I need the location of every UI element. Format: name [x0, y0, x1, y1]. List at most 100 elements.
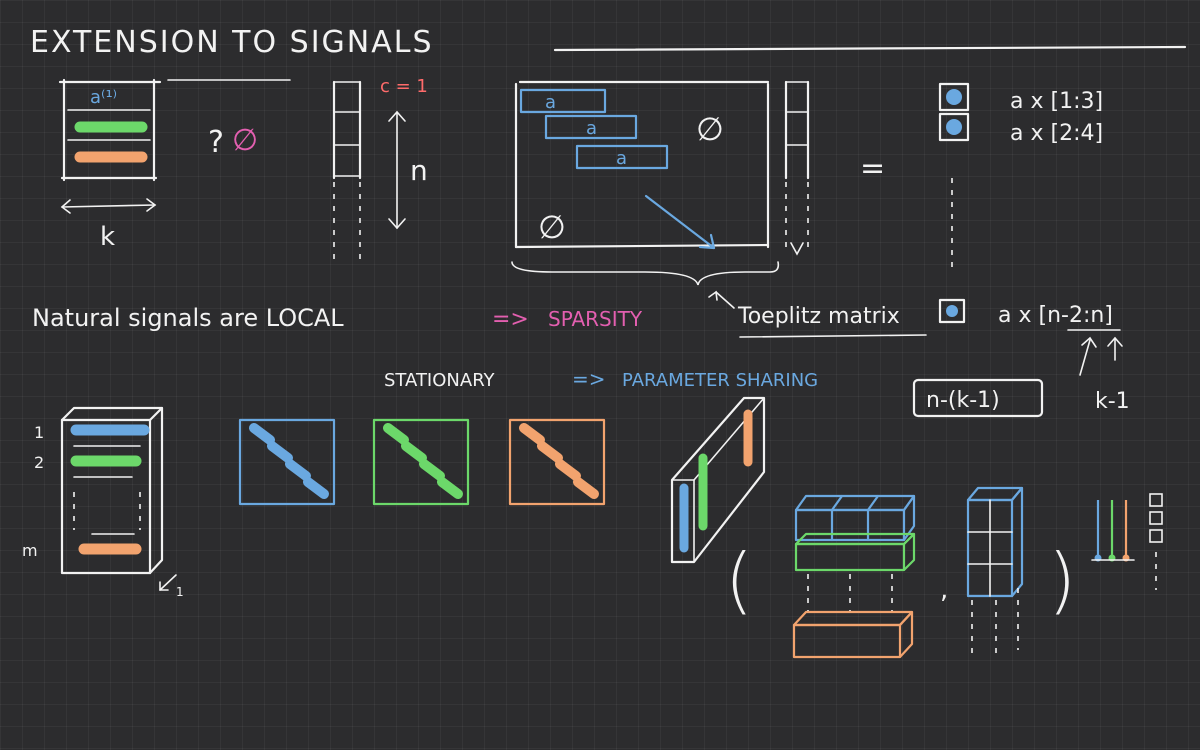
matrix-zero-upper: ∅: [696, 110, 724, 148]
diagonal-arrow: [644, 194, 716, 250]
band-segment: [249, 423, 275, 445]
natural-signals-text: Natural signals are LOCAL: [32, 304, 344, 332]
result-cell-1: [938, 82, 970, 112]
tall-blue-block: [966, 486, 1024, 660]
band-segment: [285, 459, 311, 481]
length-arrow-head-bottom: [388, 218, 406, 230]
filter-bank-side: [148, 406, 164, 575]
green-block-side: [903, 532, 916, 571]
tuple-open-paren: (: [725, 538, 753, 622]
result-column: a x [1:3] a x [2:4] a x [n-2:n] n-(k-1) …: [912, 82, 1130, 418]
orange-block-front: [792, 623, 902, 659]
length-arrow-head-top: [388, 110, 406, 122]
filter-bank-row-label-1: 1: [34, 423, 44, 442]
banded-matrix-orange: [508, 418, 606, 506]
banded-matrix-blue-frame: [238, 418, 336, 506]
stationary-label: STATIONARY: [384, 370, 496, 391]
toeplitz-caption: Toeplitz matrix: [737, 304, 900, 329]
band-segment: [419, 459, 445, 481]
band-segment: [519, 423, 545, 445]
toeplitz-row-1: [519, 88, 607, 114]
band-segment: [303, 477, 329, 499]
tuple-close-paren: ): [1048, 538, 1076, 622]
band-segment: [437, 477, 463, 499]
result-dot-1: [946, 89, 962, 105]
toeplitz-row-2: [544, 114, 638, 140]
filter-bank-row-label-m: m: [22, 541, 38, 560]
sparsity-label: SPARSITY: [548, 307, 643, 331]
result-row-1: a x [1:3]: [1010, 89, 1103, 114]
tensor-tuple: ( , ): [725, 486, 1076, 660]
count-box: [912, 378, 1044, 418]
stacked-slab: [670, 396, 766, 564]
width-label: k: [100, 222, 115, 252]
orange-block: [792, 610, 914, 659]
channel-label: c = 1: [380, 76, 428, 97]
principles-block: Natural signals are LOCAL => SPARSITY ST…: [32, 304, 818, 391]
banded-matrix-orange-frame: [508, 418, 606, 506]
result-dot-last: [946, 305, 958, 317]
depth-label: 1: [176, 585, 184, 599]
depth-arrow-head: [159, 581, 169, 591]
mini-cell: [1149, 511, 1163, 525]
tuple-comma: ,: [940, 575, 948, 605]
title-block: EXTENSION TO SIGNALS: [30, 25, 1187, 60]
result-row-last: a x [n-2:n]: [998, 303, 1113, 328]
toeplitz-row-1-label: a: [545, 92, 556, 113]
mini-cell: [1149, 493, 1163, 507]
parameter-sharing-label: PARAMETER SHARING: [622, 370, 818, 391]
banded-matrix-green-frame: [372, 418, 470, 506]
width-arrow: [61, 204, 156, 208]
blue-block-divider: [866, 494, 880, 512]
caption-pointer: [715, 291, 735, 309]
result-cell-last: [938, 298, 966, 324]
result-cell-2: [938, 112, 970, 142]
implies-arrow-2: =>: [572, 367, 606, 391]
slab-outline: [670, 396, 766, 564]
band-segment: [555, 459, 581, 481]
pointer-arrow-2-head: [1107, 336, 1123, 347]
toeplitz-matrix: a a a ∅ ∅ Toeplitz matrix: [511, 80, 927, 338]
matrix-bottom-line: [514, 243, 770, 249]
empty-set-symbol: ∅: [232, 123, 258, 158]
depth-arrow: [159, 574, 177, 591]
band-segment: [383, 423, 409, 445]
equals-sign: =: [860, 151, 885, 186]
output-channels: [1091, 493, 1163, 590]
toeplitz-row-3-label: a: [616, 148, 627, 169]
toeplitz-row-3: [575, 144, 669, 170]
filter-bank-top: [60, 406, 164, 422]
toeplitz-caption-underline: [739, 334, 927, 338]
filter-panel: a⁽¹⁾ k ? ∅: [58, 78, 291, 252]
output-down-arrow: [790, 242, 804, 256]
title-underline: [553, 45, 1187, 52]
tall-block-side: [1010, 486, 1024, 598]
filter-bank-row-label-2: 2: [34, 453, 44, 472]
result-row-2: a x [2:4]: [1010, 121, 1103, 146]
matrix-brace: [511, 261, 780, 286]
orange-block-side: [899, 610, 914, 658]
length-label: n: [410, 154, 428, 187]
pointer-arrow-1: [1079, 339, 1091, 376]
k-minus-1-label: k-1: [1095, 389, 1130, 414]
count-label: n-(k-1): [926, 388, 1000, 413]
band-segment: [573, 477, 599, 499]
banded-matrix-blue: [238, 418, 336, 506]
caption-pointer-head: [708, 290, 718, 301]
implies-arrow-1: =>: [492, 307, 529, 332]
result-dot-2: [946, 119, 962, 135]
width-arrow-head-left: [60, 199, 71, 214]
width-arrow-head-right: [146, 198, 157, 212]
blue-block-divider: [830, 494, 844, 512]
toeplitz-row-2-label: a: [586, 118, 597, 139]
signal-vector: c = 1 n: [332, 76, 428, 262]
band-segment: [537, 441, 563, 463]
blue-block-front: [794, 508, 906, 542]
mini-cell: [1149, 529, 1163, 543]
filter-label-a1: a⁽¹⁾: [90, 87, 117, 108]
output-vector: =: [784, 80, 885, 256]
page-title: EXTENSION TO SIGNALS: [30, 25, 434, 60]
band-segment: [267, 441, 293, 463]
green-block: [794, 532, 916, 572]
